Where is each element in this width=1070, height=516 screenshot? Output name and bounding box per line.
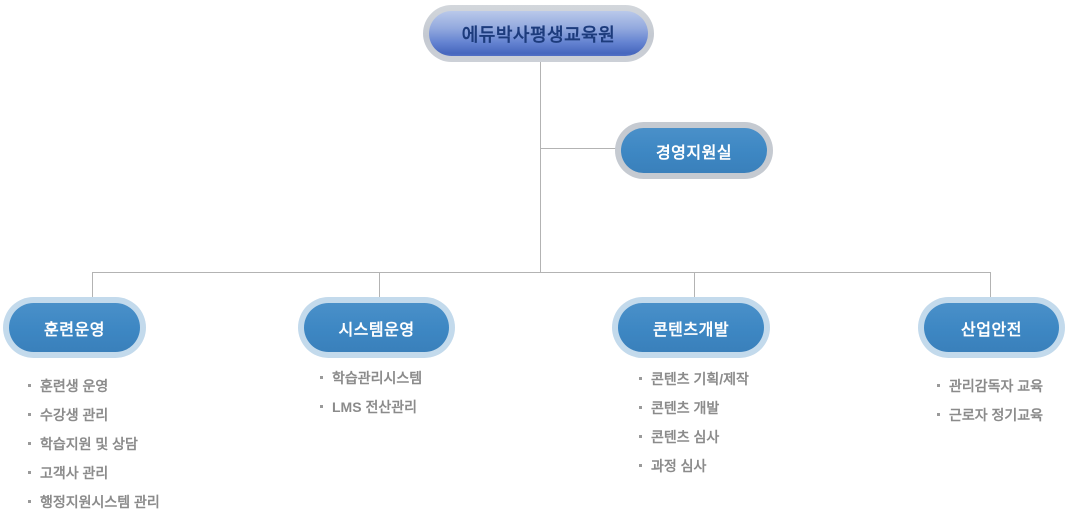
content-duty-list: 콘텐츠 기획/제작 콘텐츠 개발 콘텐츠 심사 과정 심사 [639,364,749,480]
list-item-label: 과정 심사 [651,457,707,474]
list-item: 콘텐츠 기획/제작 [639,364,749,393]
bullet-icon [28,384,31,387]
connector-drop-training [92,272,93,298]
bullet-icon [320,405,323,408]
org-node-training-fill: 훈련운영 [9,303,140,352]
list-item: 훈련생 운영 [28,371,160,400]
org-node-safety-fill: 산업안전 [924,303,1059,352]
list-item-label: 관리감독자 교육 [949,377,1044,394]
org-node-safety-label: 산업안전 [961,321,1022,339]
list-item: 콘텐츠 심사 [639,422,749,451]
list-item-label: 훈련생 운영 [40,377,109,394]
bullet-icon [639,406,642,409]
bullet-icon [639,435,642,438]
bullet-icon [320,376,323,379]
bullet-icon [639,377,642,380]
list-item-label: 수강생 관리 [40,406,109,423]
org-node-system-label: 시스템운영 [338,321,415,339]
bullet-icon [28,500,31,503]
bullet-icon [28,442,31,445]
bullet-icon [937,384,940,387]
training-duty-list: 훈련생 운영 수강생 관리 학습지원 및 상담 고객사 관리 행정지원시스템 관… [28,371,160,516]
org-node-root-label: 에듀박사평생교육원 [461,24,616,45]
org-node-staff: 경영지원실 [615,122,773,179]
list-item-label: 근로자 정기교육 [949,406,1044,423]
list-item: 행정지원시스템 관리 [28,487,160,516]
connector-drop-content [694,272,695,298]
org-node-root-fill: 에듀박사평생교육원 [429,11,648,56]
connector-drop-safety [990,272,991,298]
list-item: 학습지원 및 상담 [28,429,160,458]
connector-drop-system [379,272,380,298]
bullet-icon [639,464,642,467]
list-item-label: 콘텐츠 개발 [651,399,720,416]
connector-root-vertical [540,62,541,272]
list-item: 관리감독자 교육 [937,371,1043,400]
list-item: 학습관리시스템 [320,363,422,392]
list-item: 과정 심사 [639,451,749,480]
connector-staff-branch [541,148,616,149]
bullet-icon [28,471,31,474]
list-item-label: 학습지원 및 상담 [40,435,138,452]
list-item: 근로자 정기교육 [937,400,1043,429]
org-node-system-fill: 시스템운영 [304,303,449,352]
list-item-label: 콘텐츠 심사 [651,428,720,445]
org-node-system: 시스템운영 [298,297,455,358]
system-duty-list: 학습관리시스템 LMS 전산관리 [320,363,422,421]
list-item: LMS 전산관리 [320,392,422,421]
list-item: 고객사 관리 [28,458,160,487]
safety-duty-list: 관리감독자 교육 근로자 정기교육 [937,371,1043,429]
list-item: 수강생 관리 [28,400,160,429]
org-node-content: 콘텐츠개발 [612,297,770,358]
org-node-content-fill: 콘텐츠개발 [618,303,764,352]
org-node-staff-fill: 경영지원실 [621,128,767,173]
org-node-staff-label: 경영지원실 [655,144,733,162]
list-item-label: 고객사 관리 [40,464,109,481]
list-item: 콘텐츠 개발 [639,393,749,422]
connector-horizontal-rail [92,272,991,273]
bullet-icon [937,413,940,416]
list-item-label: 콘텐츠 기획/제작 [651,370,749,387]
org-node-content-label: 콘텐츠개발 [652,321,730,339]
org-node-root: 에듀박사평생교육원 [423,5,654,62]
org-node-training: 훈련운영 [3,297,146,358]
list-item-label: 학습관리시스템 [332,369,423,386]
list-item-label: LMS 전산관리 [332,398,417,415]
list-item-label: 행정지원시스템 관리 [40,493,160,510]
org-node-safety: 산업안전 [918,297,1065,358]
org-node-training-label: 훈련운영 [44,321,105,339]
bullet-icon [28,413,31,416]
